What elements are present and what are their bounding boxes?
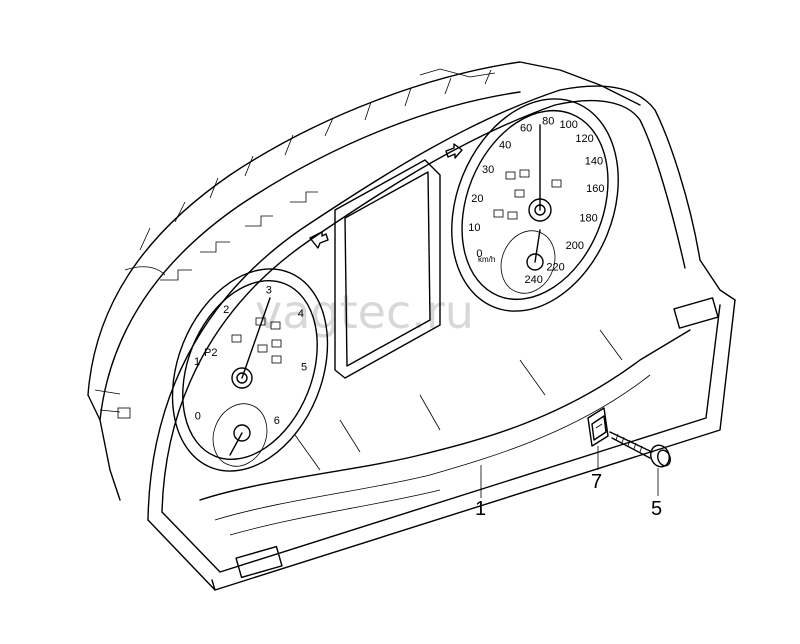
callout-1: 1 [475,498,486,520]
speedometer-tick-label: 140 [585,155,603,167]
warning-lamp-icon [255,317,266,326]
watermark: vagtec.ru [255,285,474,339]
speedometer-tick-label: 0 [476,248,482,260]
speedometer-tick-label: 80 [542,116,554,128]
speedometer-tick-label: 120 [575,133,593,145]
speedometer-tick-label: 100 [560,119,578,131]
instrument-cluster-housing [87,61,641,501]
warning-lamp-icon [231,334,242,343]
warning-lamp-icon [270,321,281,330]
warning-lamp-icon [519,169,530,178]
turn-left-arrow-icon [309,231,329,249]
tachometer-tick-label: 4 [298,308,304,320]
warning-lamp-icon [514,189,525,198]
speedometer-tick-label: 200 [566,240,584,252]
front-bezel [147,85,736,591]
speedometer-tick-label: 40 [499,140,511,152]
warning-lamp-icon [257,344,268,353]
parking-brake-label: P2 [204,347,217,359]
speedometer-tick-label: 180 [579,213,597,225]
turn-right-arrow-icon [445,143,463,159]
tachometer-tick-label: 0 [195,411,201,423]
speedometer-tick-label: 20 [471,193,483,205]
speedometer-tick-label: 240 [525,274,543,286]
warning-lamp-icon [507,211,518,220]
clip-part [587,407,609,447]
tachometer-tick-label: 1 [194,356,200,368]
tachometer-tick-label: 6 [274,415,280,427]
speedometer-tick-label: 60 [520,123,532,135]
tachometer: 0 1 2 3 4 5 6 P2 [171,268,329,472]
callout-5: 5 [651,498,662,520]
warning-lamp-icon [271,355,282,364]
screw-part [609,431,671,468]
speedometer-tick-label: 30 [482,164,494,176]
tachometer-tick-label: 5 [301,362,307,374]
callout-7: 7 [591,471,602,493]
warning-lamp-icon [551,179,562,188]
tachometer-tick-label: 3 [266,284,272,296]
speed-unit-label: km/h [478,255,495,264]
speedometer-tick-label: 10 [468,222,480,234]
warning-lamp-icon [493,209,504,218]
central-display [334,159,441,379]
speedometer-tick-label: 220 [546,261,564,273]
warning-lamp-icon [271,339,282,348]
warning-lamp-icon [505,171,516,180]
speedometer-tick-label: 160 [586,183,604,195]
tachometer-tick-label: 2 [223,304,229,316]
